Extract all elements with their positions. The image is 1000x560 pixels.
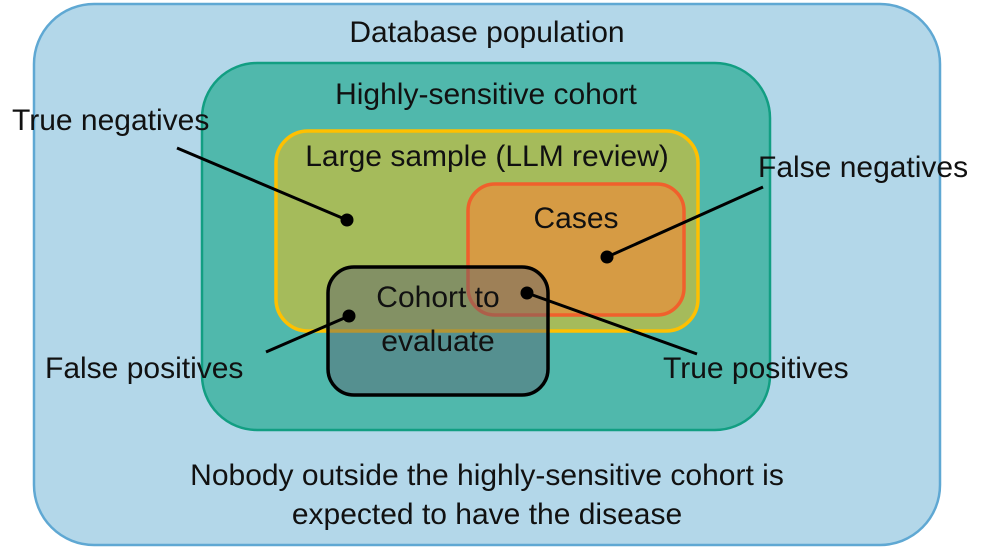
false-negatives-dot — [600, 250, 614, 264]
true-positives-dot — [520, 286, 534, 300]
false-positives-dot — [342, 309, 356, 323]
bottom-note: Nobody outside the highly-sensitive coho… — [37, 456, 937, 534]
cases-region — [466, 182, 686, 317]
bottom-note-line2: expected to have the disease — [291, 498, 683, 531]
false-negatives-connector-line — [606, 185, 764, 259]
true-positives-label: True positives — [663, 352, 849, 385]
cohort-label-line2: evaluate — [381, 325, 495, 358]
large-sample-region-label: Large sample (LLM review) — [305, 140, 669, 173]
false-positives-connector-line — [265, 314, 350, 354]
false-positives-label: False positives — [45, 352, 244, 385]
sensitive-cohort-region-label: Highly-sensitive cohort — [335, 78, 637, 111]
database-region-label: Database population — [349, 16, 625, 49]
cohort-to-evaluate-region-label: Cohort to evaluate — [328, 276, 548, 364]
connectors — [176, 146, 764, 356]
cohort-label-line1: Cohort to — [376, 281, 500, 314]
false-negatives-label: False negatives — [758, 151, 969, 184]
true-negatives-connector-line — [176, 146, 348, 222]
true-negatives-dot — [340, 213, 354, 227]
true-positives-connector-line — [526, 291, 698, 356]
bottom-note-line1: Nobody outside the highly-sensitive coho… — [190, 459, 784, 492]
cases-region-label: Cases — [533, 202, 619, 235]
cohort-to-evaluate-region — [326, 265, 550, 397]
true-negatives-label: True negatives — [12, 104, 210, 137]
